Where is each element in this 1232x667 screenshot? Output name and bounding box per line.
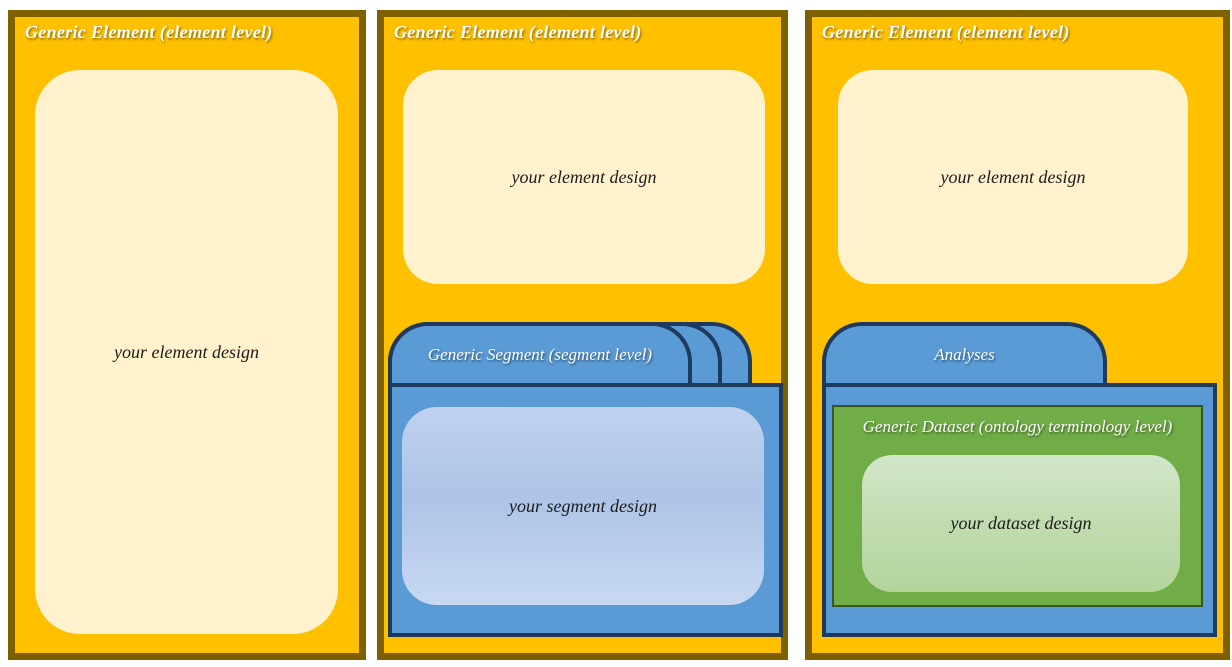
segment-tab-front: Generic Segment (segment level) [388, 322, 692, 383]
element-design-label: your element design [114, 341, 259, 362]
segment-tab-title: Generic Segment (segment level) [427, 344, 653, 364]
element-design-box: your element design [403, 70, 765, 284]
panel-generic-element-1: Generic Element (element level) your ele… [8, 10, 366, 660]
dataset-title: Generic Dataset (ontology terminology le… [862, 417, 1173, 436]
element-design-label: your element design [511, 166, 657, 187]
element-design-label: your element design [940, 166, 1086, 187]
element-design-box: your element design [35, 70, 338, 634]
panel-generic-element-2: Generic Element (element level) your ele… [377, 10, 788, 660]
panel-title: Generic Element (element level) [25, 22, 273, 42]
segment-design-label: your segment design [509, 495, 657, 516]
element-design-box: your element design [838, 70, 1188, 284]
analyses-tab: Analyses [822, 322, 1107, 383]
dataset-design-label: your dataset design [950, 513, 1092, 533]
segment-design-box: your segment design [402, 407, 764, 605]
panel-generic-element-3: Generic Element (element level) your ele… [805, 10, 1230, 660]
dataset-design-box: your dataset design [862, 455, 1180, 592]
dataset-box: Generic Dataset (ontology terminology le… [832, 405, 1203, 607]
panel-title: Generic Element (element level) [822, 22, 1070, 42]
segment-body: your segment design [388, 383, 783, 637]
analyses-body: Generic Dataset (ontology terminology le… [822, 383, 1217, 637]
analyses-tab-title: Analyses [934, 344, 995, 364]
panel-title: Generic Element (element level) [394, 22, 642, 42]
